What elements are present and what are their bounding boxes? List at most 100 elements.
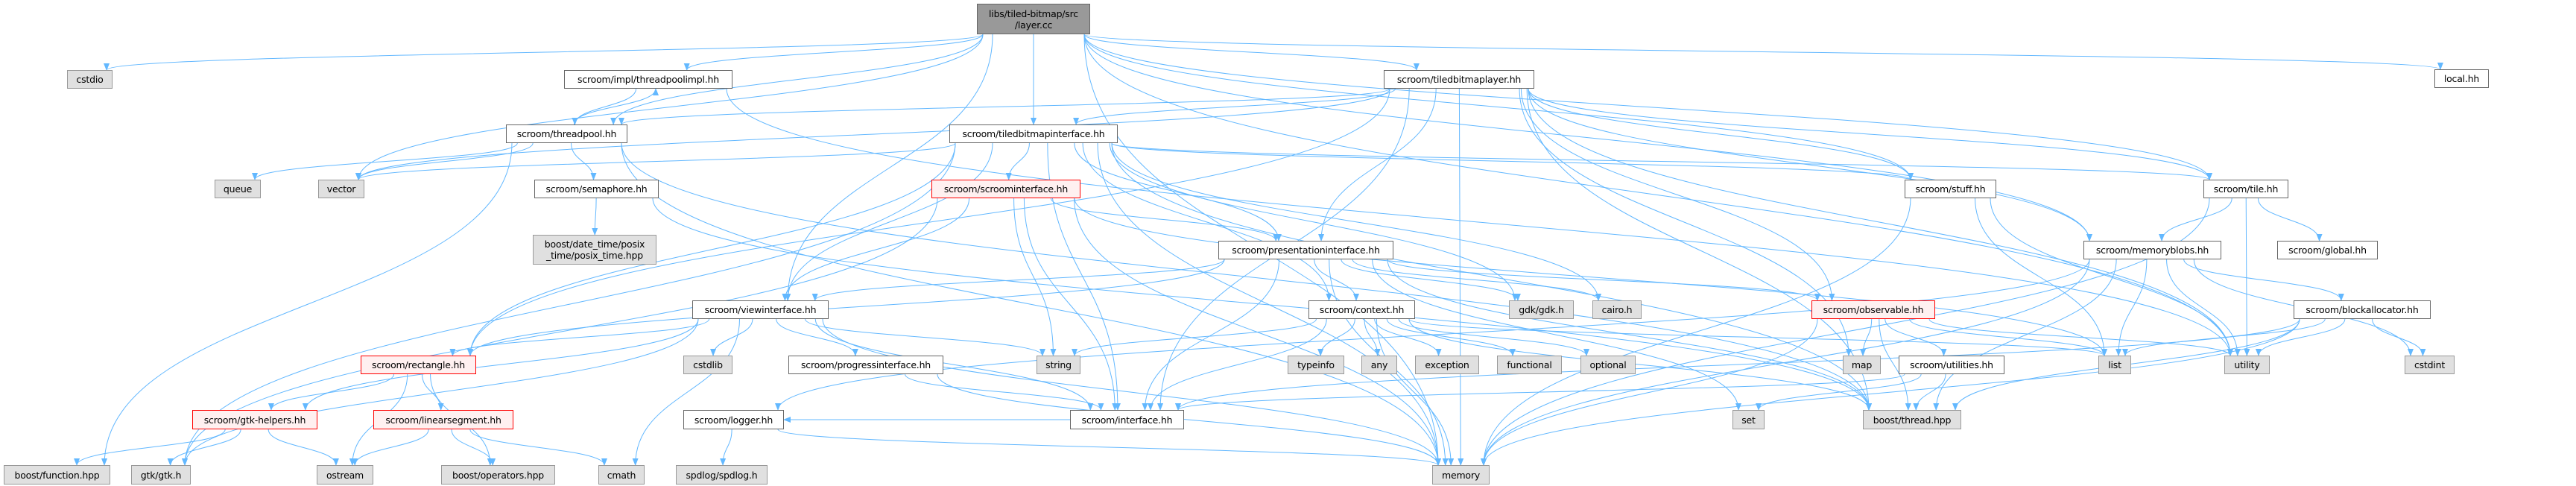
- edge-stuff-to-list: [1975, 198, 2107, 356]
- edge-root-to-threadpool: [610, 34, 984, 125]
- node-rectangle[interactable]: scroom/rectangle.hh: [361, 356, 476, 374]
- edge-viewinterface-to-cstdlib: [710, 318, 753, 356]
- edge-memoryblobs-to-logger: [775, 259, 2090, 411]
- node-threadpoolimpl[interactable]: scroom/impl/threadpoolimpl.hh: [564, 70, 732, 89]
- node-gtkhelpers[interactable]: scroom/gtk-helpers.hh: [192, 410, 317, 429]
- node-tile[interactable]: scroom/tile.hh: [2203, 180, 2288, 198]
- node-map[interactable]: map: [1843, 356, 1881, 374]
- edge-threadpool-to-queue: [252, 142, 518, 180]
- node-stuff[interactable]: scroom/stuff.hh: [1905, 180, 1996, 198]
- edge-observable-to-map: [1860, 318, 1873, 356]
- node-label: scroom/gtk-helpers.hh: [203, 414, 306, 426]
- node-label: list: [2108, 359, 2121, 370]
- node-label: scroom/utilities.hh: [1910, 359, 1993, 370]
- edge-semaphore-to-boostthread: [652, 198, 1872, 411]
- edge-observable-to-utility: [1928, 318, 2233, 356]
- node-tblayer[interactable]: scroom/tiledbitmaplayer.hh: [1384, 70, 1534, 89]
- node-label: scroom/global.hh: [2288, 244, 2367, 256]
- node-threadpool[interactable]: scroom/threadpool.hh: [506, 124, 627, 143]
- node-label: libs/tiled-bitmap/src /layer.cc: [989, 7, 1078, 31]
- node-function[interactable]: boost/function.hpp: [4, 465, 110, 485]
- node-logger[interactable]: scroom/logger.hh: [683, 410, 784, 429]
- node-label: memory: [1441, 469, 1481, 481]
- node-root[interactable]: libs/tiled-bitmap/src /layer.cc: [977, 4, 1090, 34]
- edge-utilities-to-boostthread: [1913, 373, 1946, 411]
- node-label: any: [1370, 359, 1388, 370]
- node-label: queue: [223, 183, 253, 195]
- node-queue[interactable]: queue: [215, 180, 261, 198]
- node-list[interactable]: list: [2098, 356, 2131, 374]
- edge-context-to-optional: [1398, 318, 1589, 356]
- edge-root-to-memoryblobs: [1083, 34, 2092, 242]
- node-label: scroom/blockallocator.hh: [2306, 304, 2419, 315]
- node-context[interactable]: scroom/context.hh: [1308, 300, 1415, 319]
- node-semaphore[interactable]: scroom/semaphore.hh: [534, 180, 659, 198]
- edge-viewinterface-to-interface: [814, 318, 1094, 411]
- node-operators[interactable]: boost/operators.hpp: [441, 465, 555, 485]
- node-spdlog[interactable]: spdlog/spdlog.h: [676, 465, 768, 485]
- edge-tbinterface-to-tile: [1111, 142, 2212, 180]
- edge-tile-to-memoryblobs: [2159, 198, 2232, 242]
- edge-tbinterface-to-boostthread: [1111, 142, 1872, 411]
- edge-presentation-to-context: [1314, 259, 1359, 301]
- node-presentation[interactable]: scroom/presentationinterface.hh: [1218, 241, 1393, 259]
- edge-blockallocator-to-interface: [1175, 318, 2300, 411]
- node-label: boost/thread.hpp: [1873, 414, 1952, 426]
- node-exception[interactable]: exception: [1415, 356, 1479, 374]
- node-posix[interactable]: boost/date_time/posix _time/posix_time.h…: [533, 235, 656, 265]
- edge-tbinterface-to-gtk: [182, 142, 956, 466]
- edge-presentation-to-interface: [1142, 259, 1279, 411]
- edge-progress-to-memory: [937, 373, 1441, 466]
- node-global[interactable]: scroom/global.hh: [2277, 241, 2378, 259]
- node-viewinterface[interactable]: scroom/viewinterface.hh: [692, 300, 829, 319]
- node-cairo[interactable]: cairo.h: [1592, 300, 1642, 319]
- edge-context-to-typeinfo: [1317, 318, 1355, 356]
- node-string[interactable]: string: [1037, 356, 1080, 374]
- node-label: cairo.h: [1601, 304, 1633, 315]
- edge-tblayer-to-tile: [1528, 88, 2212, 180]
- node-memory[interactable]: memory: [1432, 465, 1490, 485]
- node-memoryblobs[interactable]: scroom/memoryblobs.hh: [2083, 241, 2221, 259]
- node-gtk[interactable]: gtk/gtk.h: [131, 465, 191, 485]
- node-cstdint[interactable]: cstdint: [2405, 356, 2455, 374]
- node-cmath[interactable]: cmath: [598, 465, 645, 485]
- node-cstdlib[interactable]: cstdlib: [683, 356, 732, 374]
- node-interface[interactable]: scroom/interface.hh: [1070, 410, 1184, 429]
- edge-stuff-to-memory: [1481, 198, 1911, 466]
- node-vector[interactable]: vector: [318, 180, 364, 198]
- edge-scroominterface-to-interface: [1023, 198, 1118, 411]
- node-scroominterface[interactable]: scroom/scroominterface.hh: [931, 180, 1080, 198]
- node-set[interactable]: set: [1732, 410, 1765, 429]
- edge-root-to-tile: [1083, 34, 2212, 180]
- node-utility[interactable]: utility: [2224, 356, 2270, 374]
- node-functional[interactable]: functional: [1497, 356, 1562, 374]
- edge-tbinterface-to-context: [1082, 142, 1332, 301]
- node-boostthread[interactable]: boost/thread.hpp: [1863, 410, 1961, 429]
- edge-tblayer-to-boostthread: [1526, 88, 1872, 411]
- node-optional[interactable]: optional: [1580, 356, 1636, 374]
- node-label: cstdlib: [693, 359, 723, 370]
- edge-presentation-to-rectangle: [467, 259, 1225, 356]
- node-label: scroom/logger.hh: [694, 414, 773, 426]
- node-linearsegment[interactable]: scroom/linearsegment.hh: [373, 410, 513, 429]
- node-blockallocator[interactable]: scroom/blockallocator.hh: [2294, 300, 2431, 319]
- node-local[interactable]: local.hh: [2434, 69, 2489, 88]
- edge-tbinterface-to-presentation: [1074, 142, 1282, 242]
- node-label: scroom/memoryblobs.hh: [2095, 244, 2209, 256]
- edge-presentation-to-observable: [1387, 259, 1820, 301]
- node-any[interactable]: any: [1361, 356, 1397, 374]
- edge-threadpool-to-semaphore: [571, 142, 597, 180]
- node-label: cstdint: [2414, 359, 2446, 370]
- node-typeinfo[interactable]: typeinfo: [1288, 356, 1344, 374]
- node-label: cstdio: [76, 74, 104, 85]
- node-progress[interactable]: scroom/progressinterface.hh: [788, 356, 943, 374]
- node-tbinterface[interactable]: scroom/tiledbitmapinterface.hh: [949, 124, 1118, 143]
- node-label: gdk/gdk.h: [1519, 304, 1564, 315]
- edge-scroominterface-to-list: [1074, 198, 2107, 356]
- node-observable[interactable]: scroom/observable.hh: [1811, 300, 1935, 319]
- node-utilities[interactable]: scroom/utilities.hh: [1899, 356, 2004, 374]
- node-cstdio[interactable]: cstdio: [67, 70, 113, 89]
- node-gdk[interactable]: gdk/gdk.h: [1509, 300, 1574, 319]
- edge-presentation-to-cairo: [1352, 259, 1601, 301]
- node-ostream[interactable]: ostream: [317, 465, 373, 485]
